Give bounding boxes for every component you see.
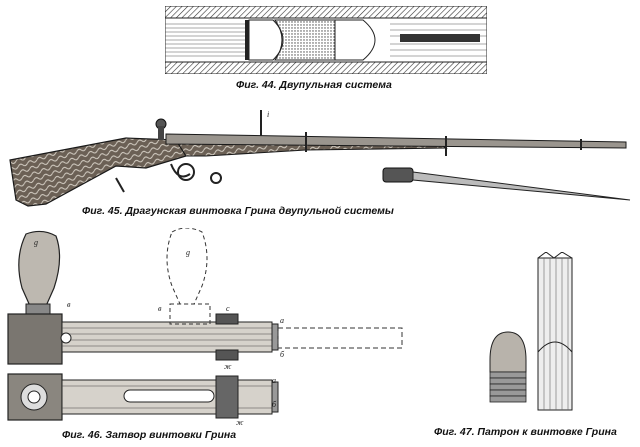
fig46-caption: Фиг. 46. Затвор винтовки Грина bbox=[62, 429, 237, 441]
fig46-label-zh1: ж bbox=[224, 362, 232, 371]
fig46-label-v2: в bbox=[158, 304, 162, 313]
fig45-illustration bbox=[6, 104, 634, 208]
fig46-label-g2: g bbox=[186, 248, 190, 257]
fig46-label-a1: a bbox=[280, 316, 284, 325]
fig47-caption: Фиг. 47. Патрон к винтовке Грина bbox=[434, 426, 617, 438]
fig44-caption: Фиг. 44. Двупульная система bbox=[236, 79, 392, 91]
fig46-label-b1: б bbox=[280, 350, 285, 359]
fig46-label-b2: б bbox=[272, 400, 277, 409]
fig47-illustration bbox=[484, 252, 584, 416]
cartridge-drawing bbox=[489, 252, 573, 411]
bolt-drawing bbox=[7, 228, 403, 421]
rifle-drawing bbox=[9, 110, 631, 207]
fig44-illustration bbox=[165, 6, 487, 74]
fig46-label-a2: a bbox=[272, 376, 276, 385]
fig45-caption: Фиг. 45. Драгунская винтовка Грина двупу… bbox=[82, 205, 394, 217]
fig46-illustration bbox=[4, 228, 424, 428]
fig46-label-v1: в bbox=[67, 300, 71, 309]
barrel-section-drawing bbox=[165, 6, 487, 74]
fig46-label-s: с bbox=[226, 304, 230, 313]
fig46-label-zh2: ж bbox=[236, 418, 244, 427]
fig46-label-g1: g bbox=[34, 238, 38, 247]
fig45-label-i: i bbox=[267, 110, 270, 119]
